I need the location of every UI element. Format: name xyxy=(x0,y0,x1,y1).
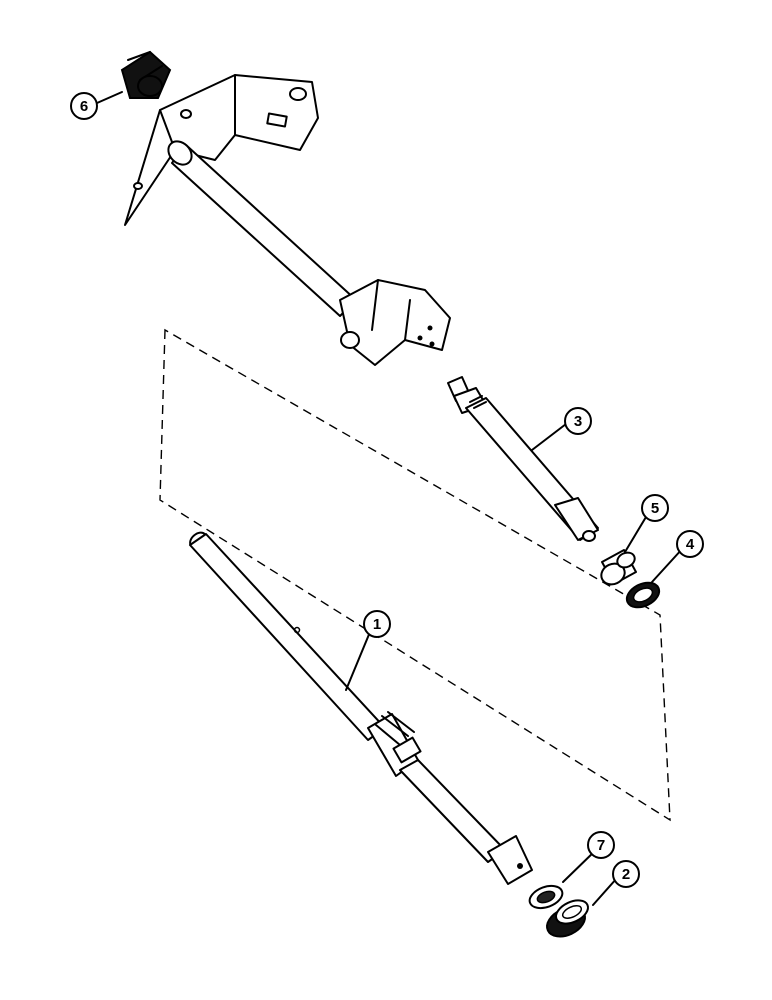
callout-3-label: 3 xyxy=(574,413,582,430)
part-4-washer xyxy=(625,581,661,609)
part-1-lower-shaft xyxy=(189,531,533,885)
callout-1-label: 1 xyxy=(373,616,381,633)
part-7-washer xyxy=(528,884,564,910)
part-6-bushing xyxy=(120,50,172,99)
callout-5-label: 5 xyxy=(651,500,659,517)
callout-4: 4 xyxy=(676,530,704,558)
callout-6: 6 xyxy=(70,92,98,120)
callout-7: 7 xyxy=(587,831,615,859)
callout-3: 3 xyxy=(564,407,592,435)
callout-4-label: 4 xyxy=(686,536,695,553)
column-bracket xyxy=(124,74,451,366)
part-5-sleeve xyxy=(600,549,637,586)
callout-2: 2 xyxy=(612,860,640,888)
part-2-bearing xyxy=(546,899,589,938)
callout-6-label: 6 xyxy=(80,98,88,115)
callout-7-label: 7 xyxy=(597,837,605,854)
assembly-outline xyxy=(159,328,671,822)
callout-1: 1 xyxy=(363,610,391,638)
callout-5: 5 xyxy=(641,494,669,522)
callout-2-label: 2 xyxy=(622,866,630,883)
part-3-upper-shaft xyxy=(447,376,599,542)
leader-lines xyxy=(96,91,684,906)
